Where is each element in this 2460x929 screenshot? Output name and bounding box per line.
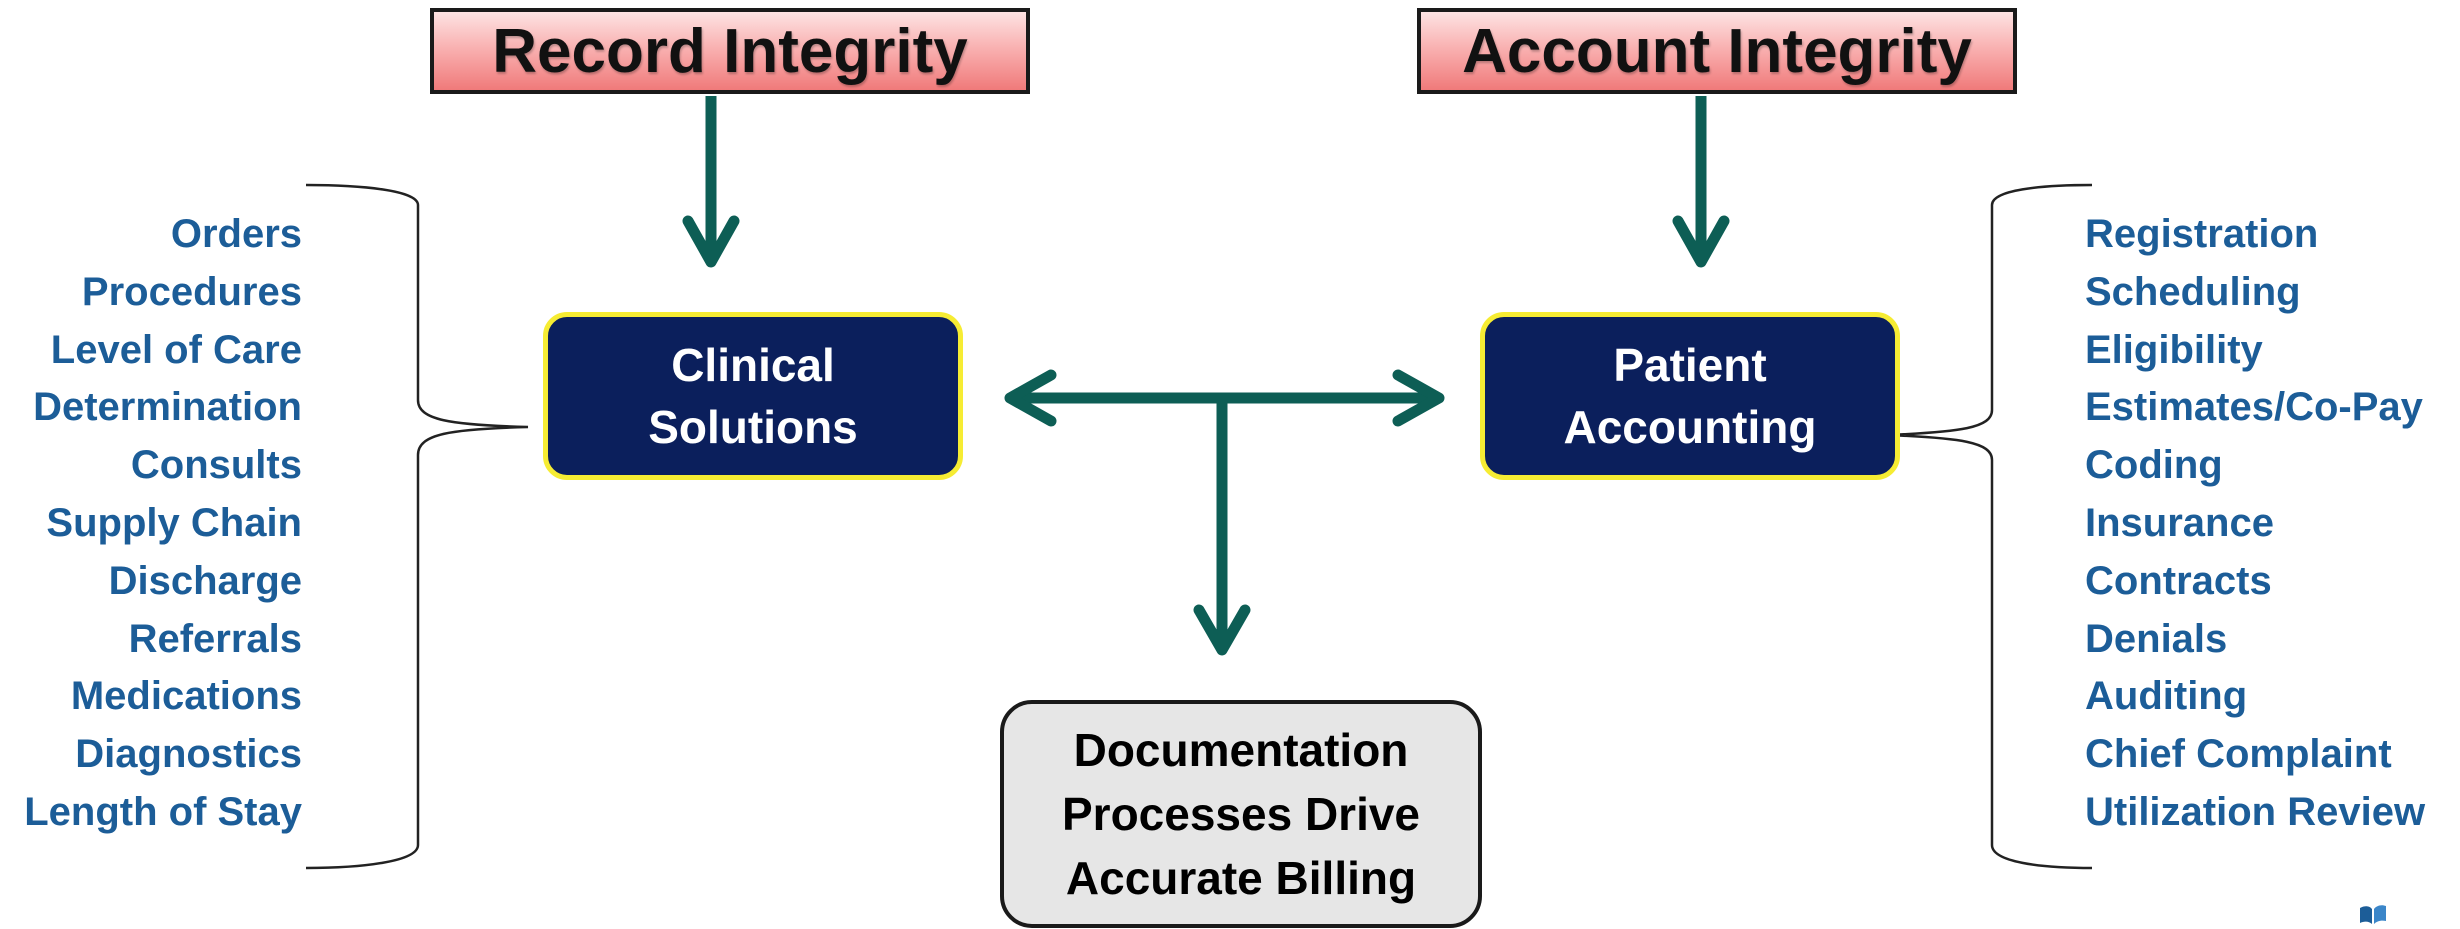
list-item-medications: Medications [70,674,302,719]
list-item-utilization-review: Utilization Review [2085,789,2426,834]
list-item-level-of-care: Level of Care [50,327,302,372]
list-item-eligibility: Eligibility [2085,327,2263,372]
documentation-line2: Processes Drive [1061,788,1421,840]
account-integrity-list: Registration Scheduling Eligibility Esti… [2085,206,2425,842]
documentation-line1: Documentation [1073,724,1409,776]
list-item-auditing: Auditing [2085,674,2248,719]
record-integrity-header: Record Integrity [430,8,1030,94]
list-item-supply-chain: Supply Chain [46,500,302,545]
book-logo-icon [2360,905,2386,924]
patient-accounting-box: Patient Accounting [1480,312,1900,480]
list-item-denials: Denials [2085,616,2228,661]
record-down-arrow [682,96,740,268]
record-integrity-title: Record Integrity [492,16,968,86]
list-item-discharge: Discharge [108,558,302,603]
list-item-chief-complaint: Chief Complaint [2085,732,2392,777]
patient-accounting-line1: Patient [1613,339,1767,391]
left-brace [305,183,529,870]
list-item-insurance: Insurance [2085,500,2274,545]
list-item-contracts: Contracts [2085,558,2272,603]
list-item-scheduling: Scheduling [2085,269,2301,314]
list-item-coding: Coding [2085,443,2223,488]
right-brace [1887,183,2093,870]
record-integrity-list: Orders Procedures Level of Care Determin… [24,206,302,842]
patient-accounting-line2: Accounting [1563,401,1817,453]
list-item-diagnostics: Diagnostics [75,732,302,777]
documentation-line3: Accurate Billing [1065,852,1417,904]
list-item-registration: Registration [2085,212,2319,256]
list-item-referrals: Referrals [128,616,302,661]
list-item-orders: Orders [170,212,302,256]
account-integrity-title: Account Integrity [1462,16,1972,86]
list-item-consults: Consults [130,443,302,488]
clinical-solutions-box: Clinical Solutions [543,312,963,480]
list-item-estimates-co-pay: Estimates/Co-Pay [2085,385,2423,430]
list-item-determination: Determination [33,385,302,430]
clinical-solutions-line1: Clinical [671,339,835,391]
list-item-length-of-stay: Length of Stay [24,789,302,834]
clinical-solutions-line2: Solutions [648,401,858,453]
documentation-box: Documentation Processes Drive Accurate B… [1000,700,1482,928]
account-integrity-header: Account Integrity [1417,8,2017,94]
account-down-arrow [1672,96,1730,268]
documentation-down-arrow [1193,398,1251,656]
list-item-procedures: Procedures [81,269,302,314]
